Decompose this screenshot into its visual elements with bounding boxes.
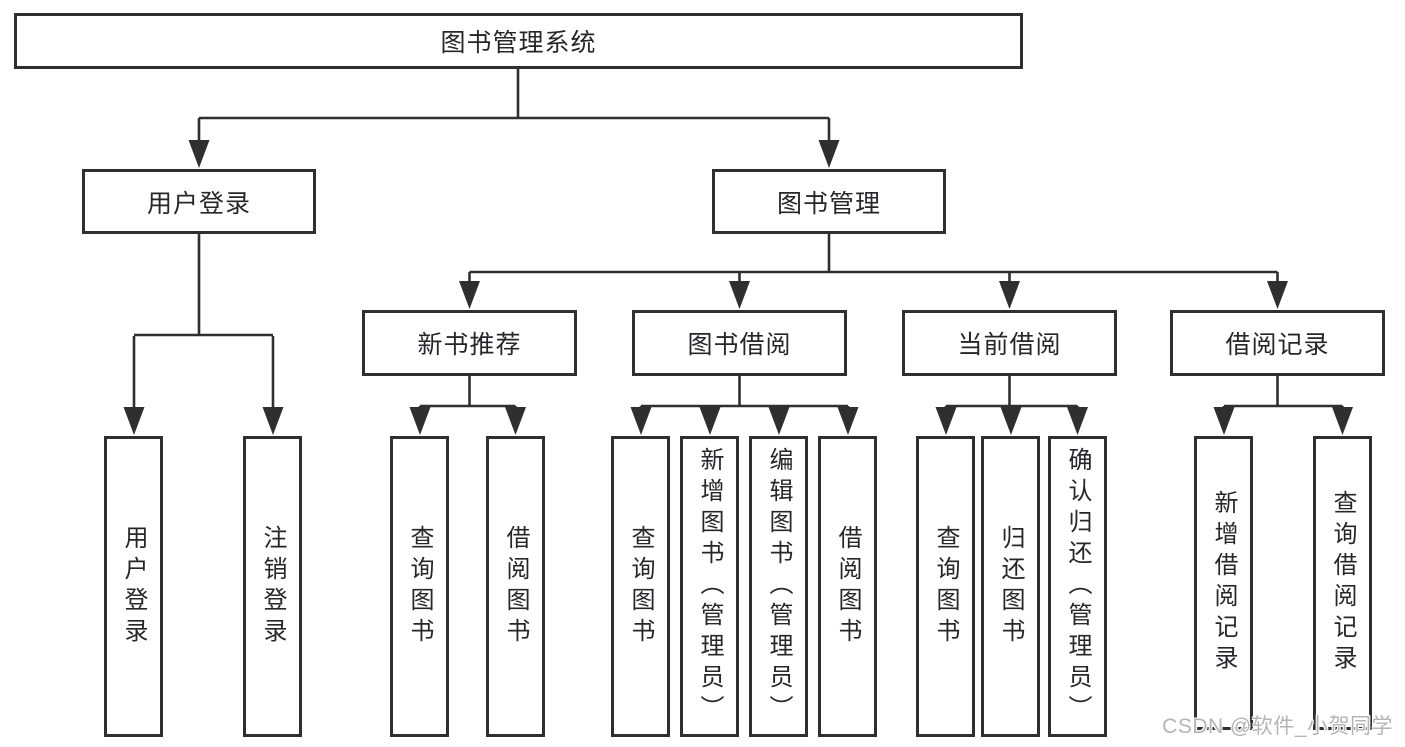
leaf-borrow-books-borrowing: 借阅图书	[818, 436, 877, 737]
node-user-login: 用户登录	[82, 169, 316, 234]
node-book-management: 图书管理	[712, 169, 946, 234]
leaf-confirm-return-admin: 确认归还（管理员）	[1048, 436, 1107, 737]
leaf-query-books-recommend: 查询图书	[390, 436, 449, 737]
node-current-borrowing: 当前借阅	[902, 310, 1117, 376]
node-book-borrowing: 图书借阅	[632, 310, 847, 376]
leaf-query-books-current: 查询图书	[916, 436, 975, 737]
leaf-query-borrow-record: 查询借阅记录	[1313, 436, 1372, 730]
node-borrowing-records: 借阅记录	[1170, 310, 1385, 376]
leaf-logout-login: 注销登录	[243, 436, 302, 737]
node-root: 图书管理系统	[14, 13, 1023, 69]
leaf-user-login: 用户登录	[104, 436, 163, 737]
watermark-text: CSDN @软件_小贺同学	[1162, 715, 1393, 738]
leaf-borrow-books-recommend: 借阅图书	[486, 436, 545, 737]
leaf-add-borrow-record: 新增借阅记录	[1194, 436, 1253, 730]
node-new-book-recommendation: 新书推荐	[362, 310, 577, 376]
leaf-return-books: 归还图书	[981, 436, 1040, 737]
leaf-edit-book-admin: 编辑图书（管理员）	[749, 436, 808, 737]
leaf-query-books-borrowing: 查询图书	[611, 436, 670, 737]
leaf-add-book-admin: 新增图书（管理员）	[680, 436, 739, 737]
